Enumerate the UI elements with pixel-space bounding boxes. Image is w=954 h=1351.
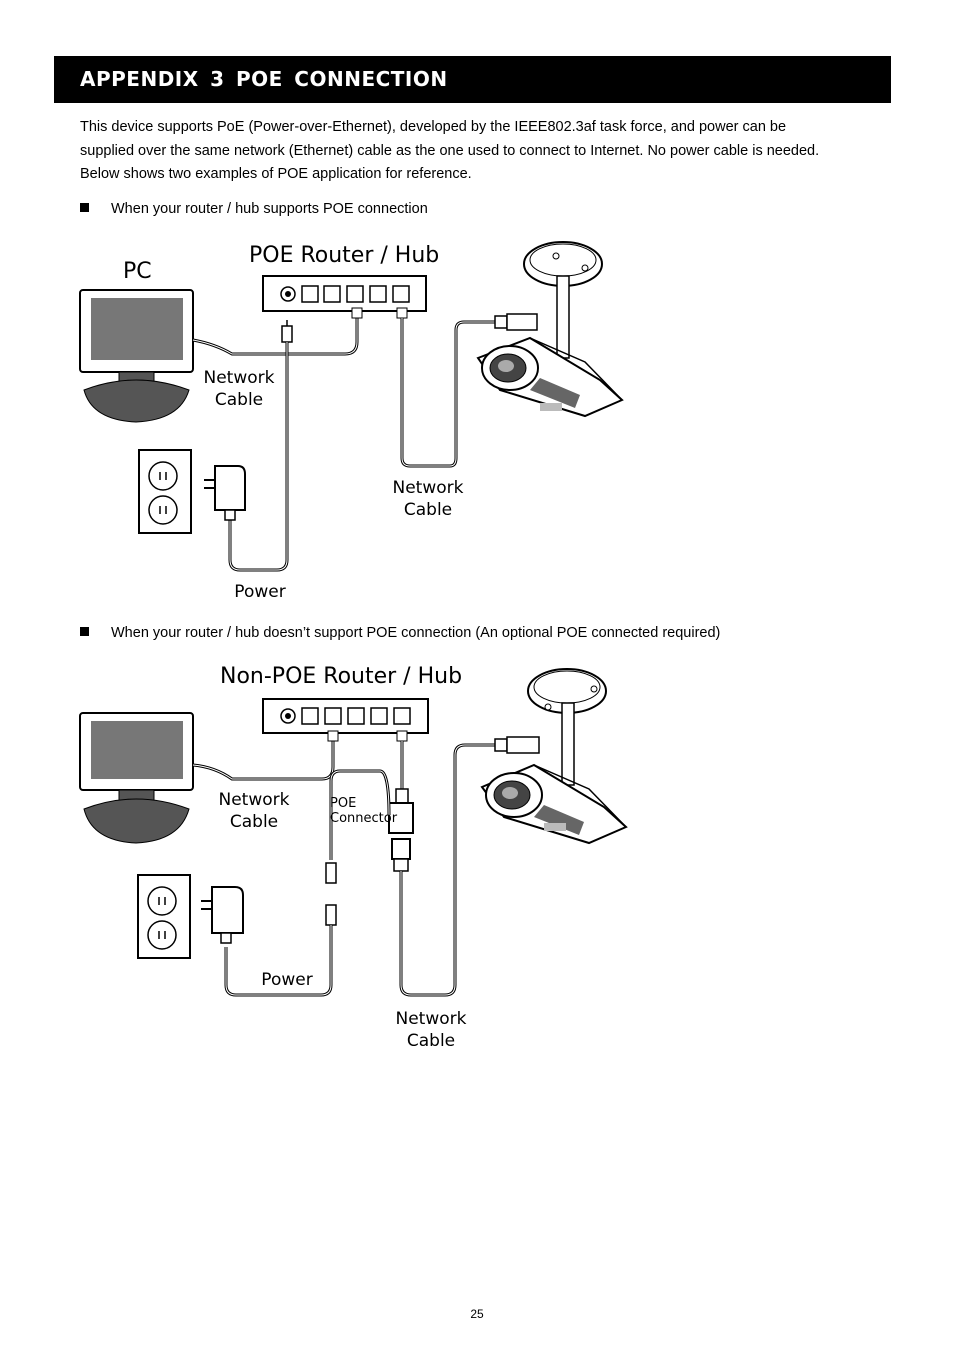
section2-bullet-text: When your router / hub doesn’t support P… — [111, 625, 721, 641]
intro-line-1: This device supports PoE (Power-over-Eth… — [80, 119, 787, 135]
router-label: POE Router / Hub — [249, 243, 439, 268]
pc-monitor-icon — [79, 712, 194, 844]
network-cable-label-1a: Network — [219, 790, 290, 810]
page-title: APPENDIX 3 POE CONNECTION — [80, 67, 448, 91]
router-icon — [262, 698, 429, 734]
network-cable-label-1b: Cable — [215, 390, 263, 410]
poe-connector-label-a: POE — [330, 796, 356, 811]
poe-connector-label-b: Connector — [330, 811, 398, 826]
section1-bullet: When your router / hub supports POE conn… — [80, 201, 428, 217]
power-outlet-icon — [137, 874, 191, 959]
network-cable-label-2b: Cable — [407, 1031, 455, 1051]
pc-label: PC — [123, 259, 152, 284]
network-cable-label-2a: Network — [393, 478, 464, 498]
network-cable-label-2a: Network — [396, 1009, 467, 1029]
diagram-non-poe-router: Non-POE Router / Hub — [0, 655, 954, 1055]
power-label: Power — [234, 582, 285, 602]
intro-paragraph: This device supports PoE (Power-over-Eth… — [80, 116, 892, 187]
header-bar: APPENDIX 3 POE CONNECTION — [54, 56, 891, 103]
intro-line-3: Below shows two examples of POE applicat… — [80, 166, 472, 182]
diagram-1-svg: POE Router / Hub PC — [79, 241, 624, 602]
power-label: Power — [261, 970, 312, 990]
ip-camera-icon — [480, 668, 628, 845]
poe-connector-icon — [388, 788, 414, 872]
network-cable-label-1a: Network — [204, 368, 275, 388]
pc-monitor-icon — [79, 289, 194, 423]
network-cable-label-1b: Cable — [230, 812, 278, 832]
power-outlet-icon — [138, 449, 192, 534]
diagram-poe-router: POE Router / Hub PC — [0, 230, 954, 610]
bullet-square-icon — [80, 203, 89, 212]
network-cable-label-2b: Cable — [404, 500, 452, 520]
section1-bullet-text: When your router / hub supports POE conn… — [111, 201, 428, 217]
section2-bullet: When your router / hub doesn’t support P… — [80, 625, 720, 641]
ip-camera-icon — [476, 241, 624, 418]
page-number: 25 — [470, 1307, 484, 1321]
power-adapter-icon — [204, 465, 246, 521]
router-icon — [262, 275, 427, 312]
power-adapter-icon — [201, 886, 244, 944]
intro-line-2: supplied over the same network (Ethernet… — [80, 142, 820, 159]
router-label: Non-POE Router / Hub — [220, 664, 462, 689]
bullet-square-icon — [80, 627, 89, 636]
diagram-2-svg: Non-POE Router / Hub — [79, 664, 628, 1051]
